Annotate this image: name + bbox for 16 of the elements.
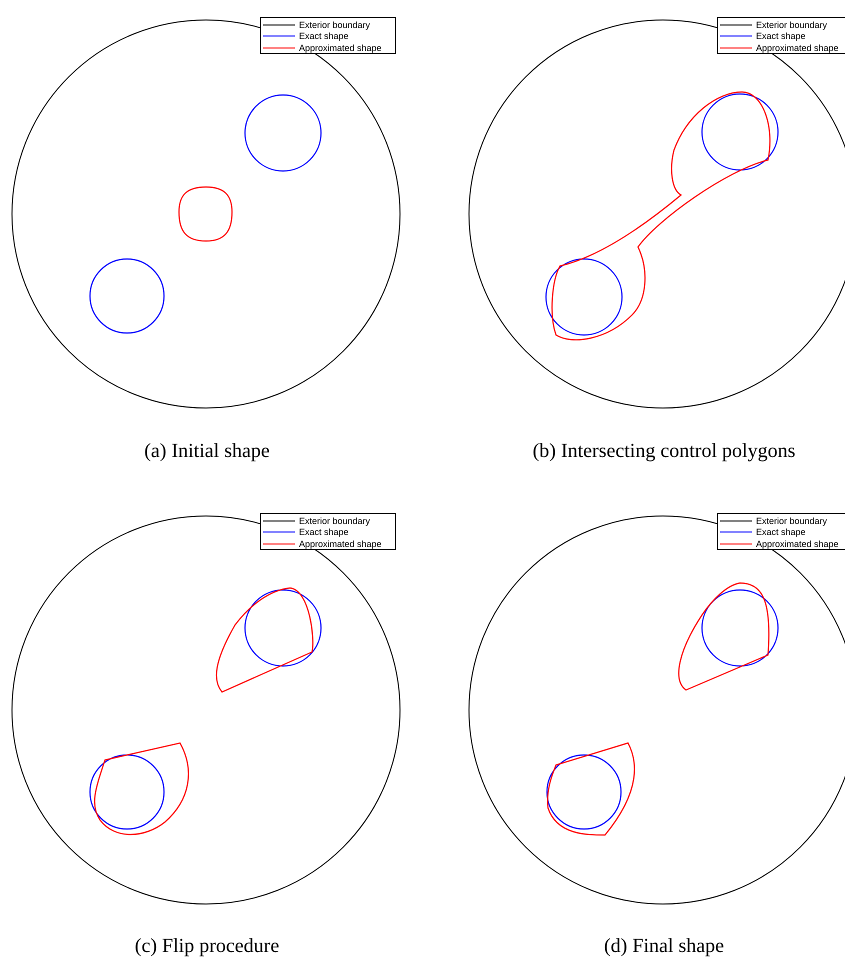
legend-text: Exact shape <box>756 527 806 538</box>
legend-text: Exterior boundary <box>299 20 370 30</box>
subfigure-caption: (a) Initial shape <box>144 440 270 463</box>
legend-text: Exterior boundary <box>299 516 370 526</box>
legend-text: Exact shape <box>756 31 806 42</box>
legend-text: Approximated shape <box>756 42 839 53</box>
legend-text: Exact shape <box>299 31 349 42</box>
legend-text: Exact shape <box>299 527 349 538</box>
legend-text: Approximated shape <box>299 42 382 53</box>
subfigure-caption: (b) Intersecting control polygons <box>532 440 796 463</box>
legend-text: Approximated shape <box>756 538 839 549</box>
legend-text: Exterior boundary <box>756 516 828 526</box>
subfigure-caption: (d) Final shape <box>604 935 724 958</box>
subfigure-caption: (c) Flip procedure <box>134 935 280 958</box>
legend-text: Approximated shape <box>299 538 382 549</box>
legend-text: Exterior boundary <box>756 20 828 30</box>
